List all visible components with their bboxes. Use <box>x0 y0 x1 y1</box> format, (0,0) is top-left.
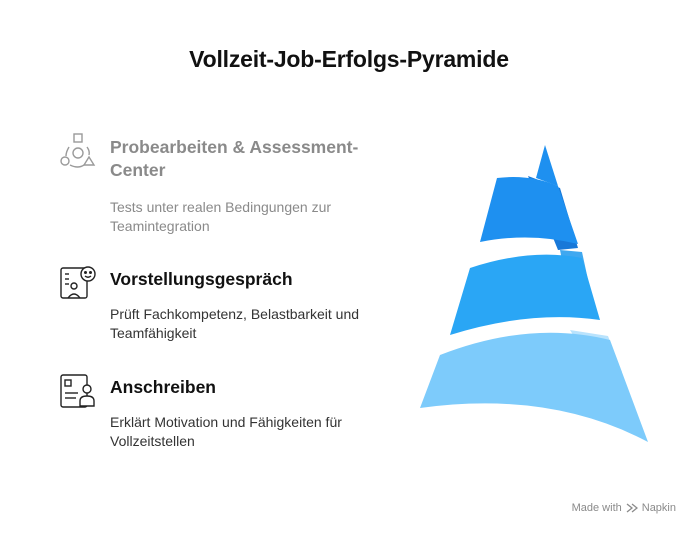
footer-credit: Made with Napkin <box>572 502 676 514</box>
napkin-brand: Napkin <box>641 502 676 514</box>
spiral-pyramid-graphic <box>410 140 660 450</box>
napkin-logo-icon <box>626 503 638 513</box>
item-heading: Anschreiben <box>110 377 216 397</box>
cover-letter-icon <box>58 372 98 412</box>
item-description: Erklärt Motivation und Fähigkeiten für V… <box>110 414 342 449</box>
tier-middle <box>450 254 600 335</box>
interview-icon <box>58 264 98 304</box>
item-heading: Probearbeiten & Assessment- Center <box>110 137 359 180</box>
page-title: Vollzeit-Job-Erfolgs-Pyramide <box>189 46 509 72</box>
shapes-team-icon <box>58 132 98 172</box>
tier-top <box>480 177 578 244</box>
made-with-label: Made with <box>571 502 622 514</box>
tier-peak <box>536 145 558 186</box>
item-heading: Vorstellungsgespräch <box>110 269 293 289</box>
item-description: Tests unter realen Bedingungen zur Teami… <box>110 199 332 234</box>
tier-bottom <box>420 332 648 442</box>
item-description: Prüft Fachkompetenz, Belastbarkeit und T… <box>110 306 360 341</box>
